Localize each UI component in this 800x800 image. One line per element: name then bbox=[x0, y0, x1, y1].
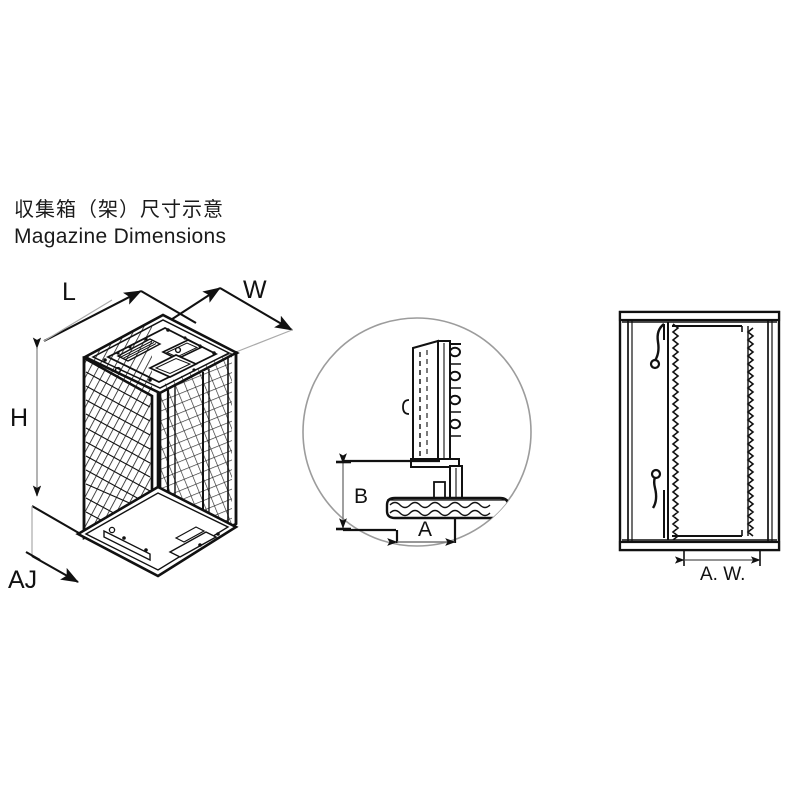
elevation-rail-left bbox=[667, 322, 680, 541]
page-title-english: Magazine Dimensions bbox=[14, 225, 227, 248]
front-elevation-view: A. W. bbox=[618, 310, 781, 585]
dimension-L-ext bbox=[43, 299, 113, 342]
elevation-bottom-rail bbox=[618, 540, 781, 552]
dimension-label-L: L bbox=[62, 278, 76, 306]
page-title-chinese: 収集箱（架）尺寸示意 bbox=[14, 197, 224, 221]
dimension-AJ-upper bbox=[31, 505, 85, 537]
detail-post bbox=[402, 339, 461, 464]
dimension-label-AW: A. W. bbox=[700, 564, 745, 585]
dimension-label-H: H bbox=[10, 404, 28, 432]
base-slot-right bbox=[168, 531, 218, 558]
detail-foot-pad bbox=[385, 496, 510, 520]
dimension-W: W bbox=[162, 276, 293, 353]
dimension-L-tail bbox=[140, 290, 197, 324]
dimension-label-A: A bbox=[418, 518, 432, 541]
rail-left-teeth bbox=[671, 323, 680, 541]
dimension-label-W: W bbox=[243, 276, 267, 304]
rail-right-teeth bbox=[746, 327, 755, 537]
base-slot-left bbox=[103, 529, 151, 562]
dimension-AJ: AJ bbox=[8, 505, 85, 594]
dimension-AJ-tick bbox=[25, 551, 41, 561]
dimension-L-arrow-line bbox=[43, 290, 142, 342]
dimension-label-B: B bbox=[354, 485, 368, 508]
magazine-left-panel bbox=[82, 320, 154, 540]
elevation-outer-frame bbox=[618, 310, 781, 552]
dimension-B: B bbox=[336, 453, 440, 532]
isometric-view: L W H AJ bbox=[8, 276, 293, 594]
title-block: 収集箱（架）尺寸示意 Magazine Dimensions bbox=[14, 196, 434, 249]
elevation-top-rail bbox=[618, 310, 781, 322]
dimension-AW: A. W. bbox=[674, 550, 761, 585]
elevation-latch-top bbox=[649, 323, 665, 370]
dimension-H: H bbox=[10, 337, 42, 497]
dimension-A: A bbox=[387, 518, 457, 546]
dimension-L: L bbox=[43, 278, 197, 342]
dimension-W-ext bbox=[235, 329, 293, 353]
dimension-W-arrow-line2 bbox=[219, 287, 293, 331]
detail-view: B A bbox=[302, 317, 532, 547]
elevation-rail-right bbox=[746, 326, 755, 537]
magazine-base-plate bbox=[75, 485, 239, 578]
elevation-latch-bottom bbox=[650, 468, 665, 538]
dimension-label-AJ: AJ bbox=[8, 566, 37, 594]
